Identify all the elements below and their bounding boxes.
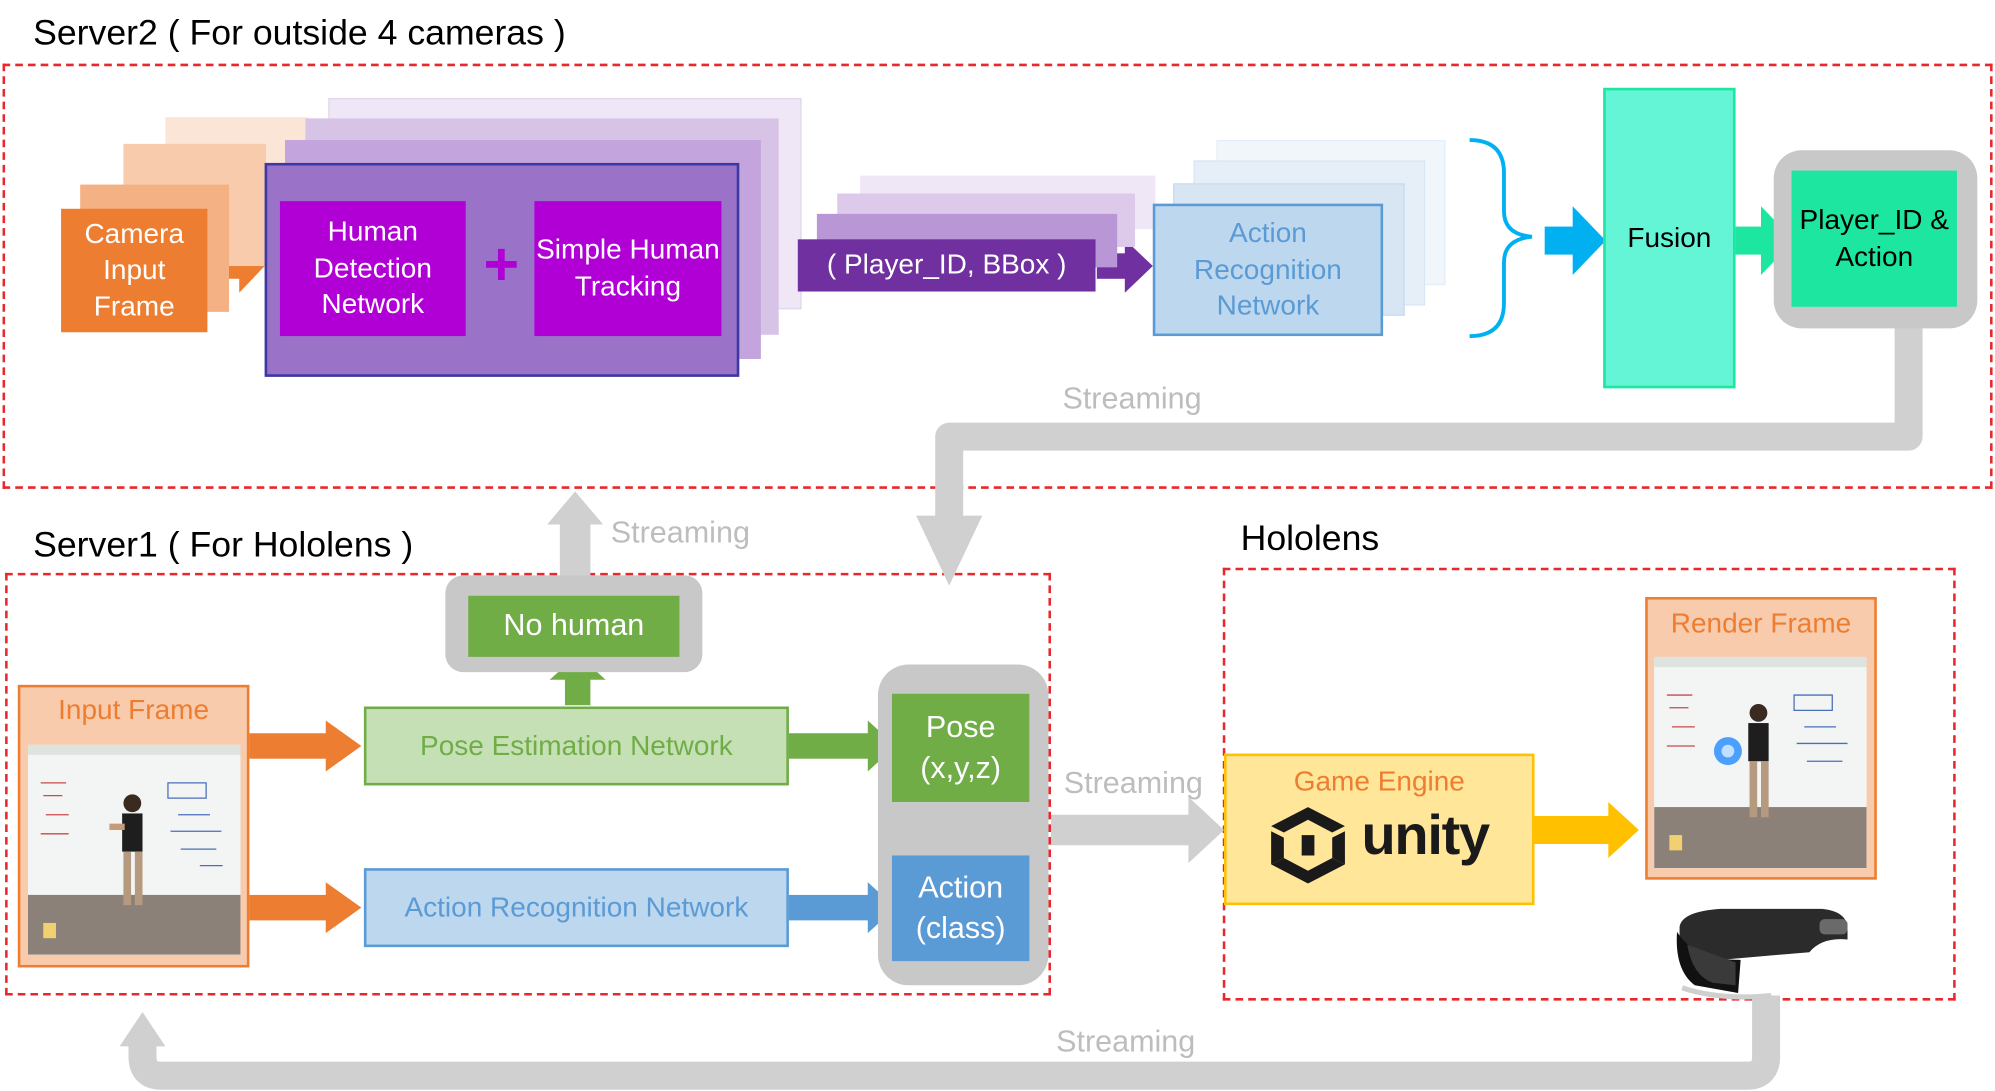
stream-arrowhead-middle	[1188, 796, 1225, 864]
person-photo-icon	[27, 744, 241, 955]
streaming-label-bottom: Streaming	[1056, 1024, 1196, 1060]
hololens-title: Hololens	[1240, 518, 1380, 558]
render-photo-icon	[1654, 656, 1867, 869]
stream-arrowhead-up	[547, 491, 604, 525]
server2-title: Server2 ( For outside 4 cameras )	[33, 12, 566, 53]
action-recognition-network-server1: Action Recognition Network	[363, 868, 789, 948]
arrow-action-to-output	[788, 894, 871, 921]
stream-path-up	[559, 521, 591, 578]
unity-logo-icon	[1263, 799, 1352, 888]
input-frame-label: Input Frame	[58, 693, 210, 726]
pose-output: Pose (x,y,z)	[891, 693, 1030, 802]
pose-estimation-network: Pose Estimation Network	[363, 706, 789, 786]
action-output: Action (class)	[891, 855, 1030, 962]
unity-logo-text: unity	[1361, 804, 1490, 867]
player-id-bbox: ( Player_ID, BBox )	[797, 239, 1096, 292]
player-id-action-output: Player_ID & Action	[1791, 170, 1957, 307]
streaming-label-up: Streaming	[610, 515, 750, 550]
server2-region	[2, 63, 1993, 489]
brace-icon	[1469, 138, 1533, 338]
stream-arrowhead-top	[916, 515, 983, 586]
arrow-input-to-action	[249, 894, 329, 921]
arrow-pose-to-nohuman	[564, 677, 591, 706]
camera-input-frame: Camera Input Frame	[61, 208, 208, 333]
stream-arrowhead-bottom	[119, 1012, 166, 1047]
simple-human-tracking: Simple Human Tracking	[534, 201, 722, 337]
arrow-input-to-pose	[249, 733, 329, 759]
render-frame-label: Render Frame	[1670, 607, 1852, 640]
human-detection-network: Human Detection Network	[279, 201, 466, 337]
stream-path-top	[935, 318, 1923, 522]
server1-title: Server1 ( For Hololens )	[33, 524, 414, 564]
no-human-box: No human	[468, 595, 680, 657]
streaming-label-middle: Streaming	[1063, 766, 1203, 801]
plus-icon: +	[483, 231, 520, 299]
arrow-pose-to-output	[788, 733, 871, 759]
game-engine-label: Game Engine	[1293, 765, 1465, 797]
action-recognition-network-server2: Action Recognition Network	[1152, 203, 1384, 337]
fusion-box: Fusion	[1603, 87, 1736, 389]
streaming-label-top: Streaming	[1062, 381, 1202, 417]
game-engine-box	[1224, 753, 1535, 906]
arrow-brace-to-fusion	[1544, 226, 1576, 255]
stream-path-bottom	[128, 995, 1781, 1090]
server1-region	[5, 572, 1052, 996]
hololens-region	[1222, 567, 1956, 1001]
arrow-unity-to-render	[1534, 815, 1611, 844]
arrow-fusion-to-output	[1735, 226, 1764, 255]
stream-path-middle	[1051, 814, 1191, 846]
hololens-headset-icon	[1669, 901, 1852, 1000]
